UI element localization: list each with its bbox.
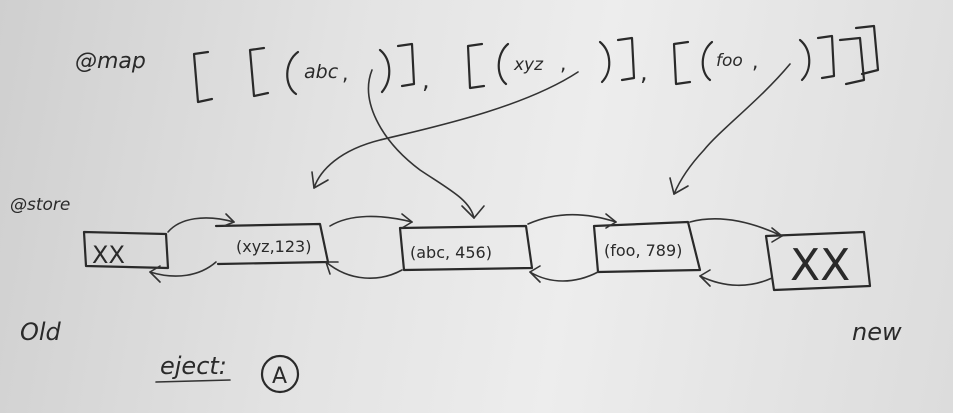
store-node-3-box: [592, 220, 702, 274]
map-entry-xyz-open-paren: [497, 42, 510, 86]
link-prev-2-1-head: [325, 261, 339, 275]
link-next-1-2-head: [401, 213, 413, 229]
arrow-xyz-to-store: [313, 71, 579, 189]
map-entry-abc-open-bracket: [248, 46, 270, 98]
link-next-3-4: [689, 218, 783, 237]
map-entry-xyz-close-paren: [598, 40, 611, 84]
arrow-xyz-head: [311, 171, 329, 189]
link-prev-1-0-head: [149, 265, 161, 283]
arrow-foo-head: [669, 177, 689, 195]
map-entry-foo-close-bracket: [816, 34, 836, 80]
store-node-2-box: [398, 224, 534, 272]
link-prev-1-0: [149, 261, 217, 277]
map-entry-xyz-close-bracket: [616, 36, 636, 82]
map-entry-abc-close-paren: [378, 48, 391, 94]
store-node-0-text: XX: [92, 241, 125, 269]
old-end-label: Old: [20, 318, 62, 346]
link-next-3-4-head: [771, 227, 783, 243]
eject-value: A: [272, 364, 287, 389]
store-node-1-box: [214, 222, 330, 266]
store-node-4-box: [764, 230, 872, 292]
map-comma-foo: ,: [752, 49, 758, 73]
map-separator-2: ,: [640, 58, 648, 86]
map-outer-close-bracket: [838, 36, 866, 86]
link-next-0-1-head: [223, 213, 235, 227]
link-next-2-3: [527, 213, 617, 225]
map-outer-close-bracket-2: [854, 24, 880, 76]
store-label: @store: [10, 195, 70, 215]
map-key-xyz: xyz: [513, 55, 544, 75]
map-entry-foo-open-paren: [701, 40, 714, 82]
link-next-2-3-head: [605, 213, 617, 229]
eject-circle: [260, 354, 300, 394]
map-entry-abc-close-bracket: [396, 42, 416, 88]
map-entry-xyz-open-bracket: [466, 42, 486, 90]
map-entry-foo-open-bracket: [672, 40, 692, 86]
map-comma-xyz: ,: [560, 51, 566, 75]
store-node-0-box: [82, 230, 170, 270]
map-entry-abc-open-paren: [286, 50, 300, 96]
store-node-4-text: XX: [790, 240, 850, 291]
map-comma-abc: ,: [342, 61, 348, 85]
map-key-abc: abc: [304, 61, 339, 83]
map-key-foo: foo: [716, 51, 743, 71]
link-prev-2-1: [325, 261, 403, 279]
arrow-foo-to-store: [673, 63, 791, 195]
arrow-abc-head: [461, 205, 485, 219]
arrow-abc-to-store: [367, 69, 475, 219]
new-end-label: new: [852, 318, 902, 346]
map-separator-1: ,: [422, 66, 430, 94]
map-entry-foo-close-paren: [798, 38, 811, 82]
store-node-2-text: (abc, 456): [410, 243, 492, 262]
link-prev-4-3: [699, 275, 773, 287]
link-next-0-1: [167, 217, 235, 233]
eject-label: eject:: [160, 352, 227, 380]
link-prev-4-3-head: [699, 269, 711, 287]
store-node-3-text: (foo, 789): [604, 241, 682, 260]
link-prev-3-2: [529, 271, 599, 282]
store-node-1-text: (xyz,123): [236, 237, 311, 256]
link-prev-3-2-head: [529, 265, 541, 283]
link-next-1-2: [329, 215, 413, 227]
eject-underline: [155, 379, 231, 383]
map-label: @map: [75, 49, 146, 74]
map-outer-open-bracket: [192, 50, 214, 104]
